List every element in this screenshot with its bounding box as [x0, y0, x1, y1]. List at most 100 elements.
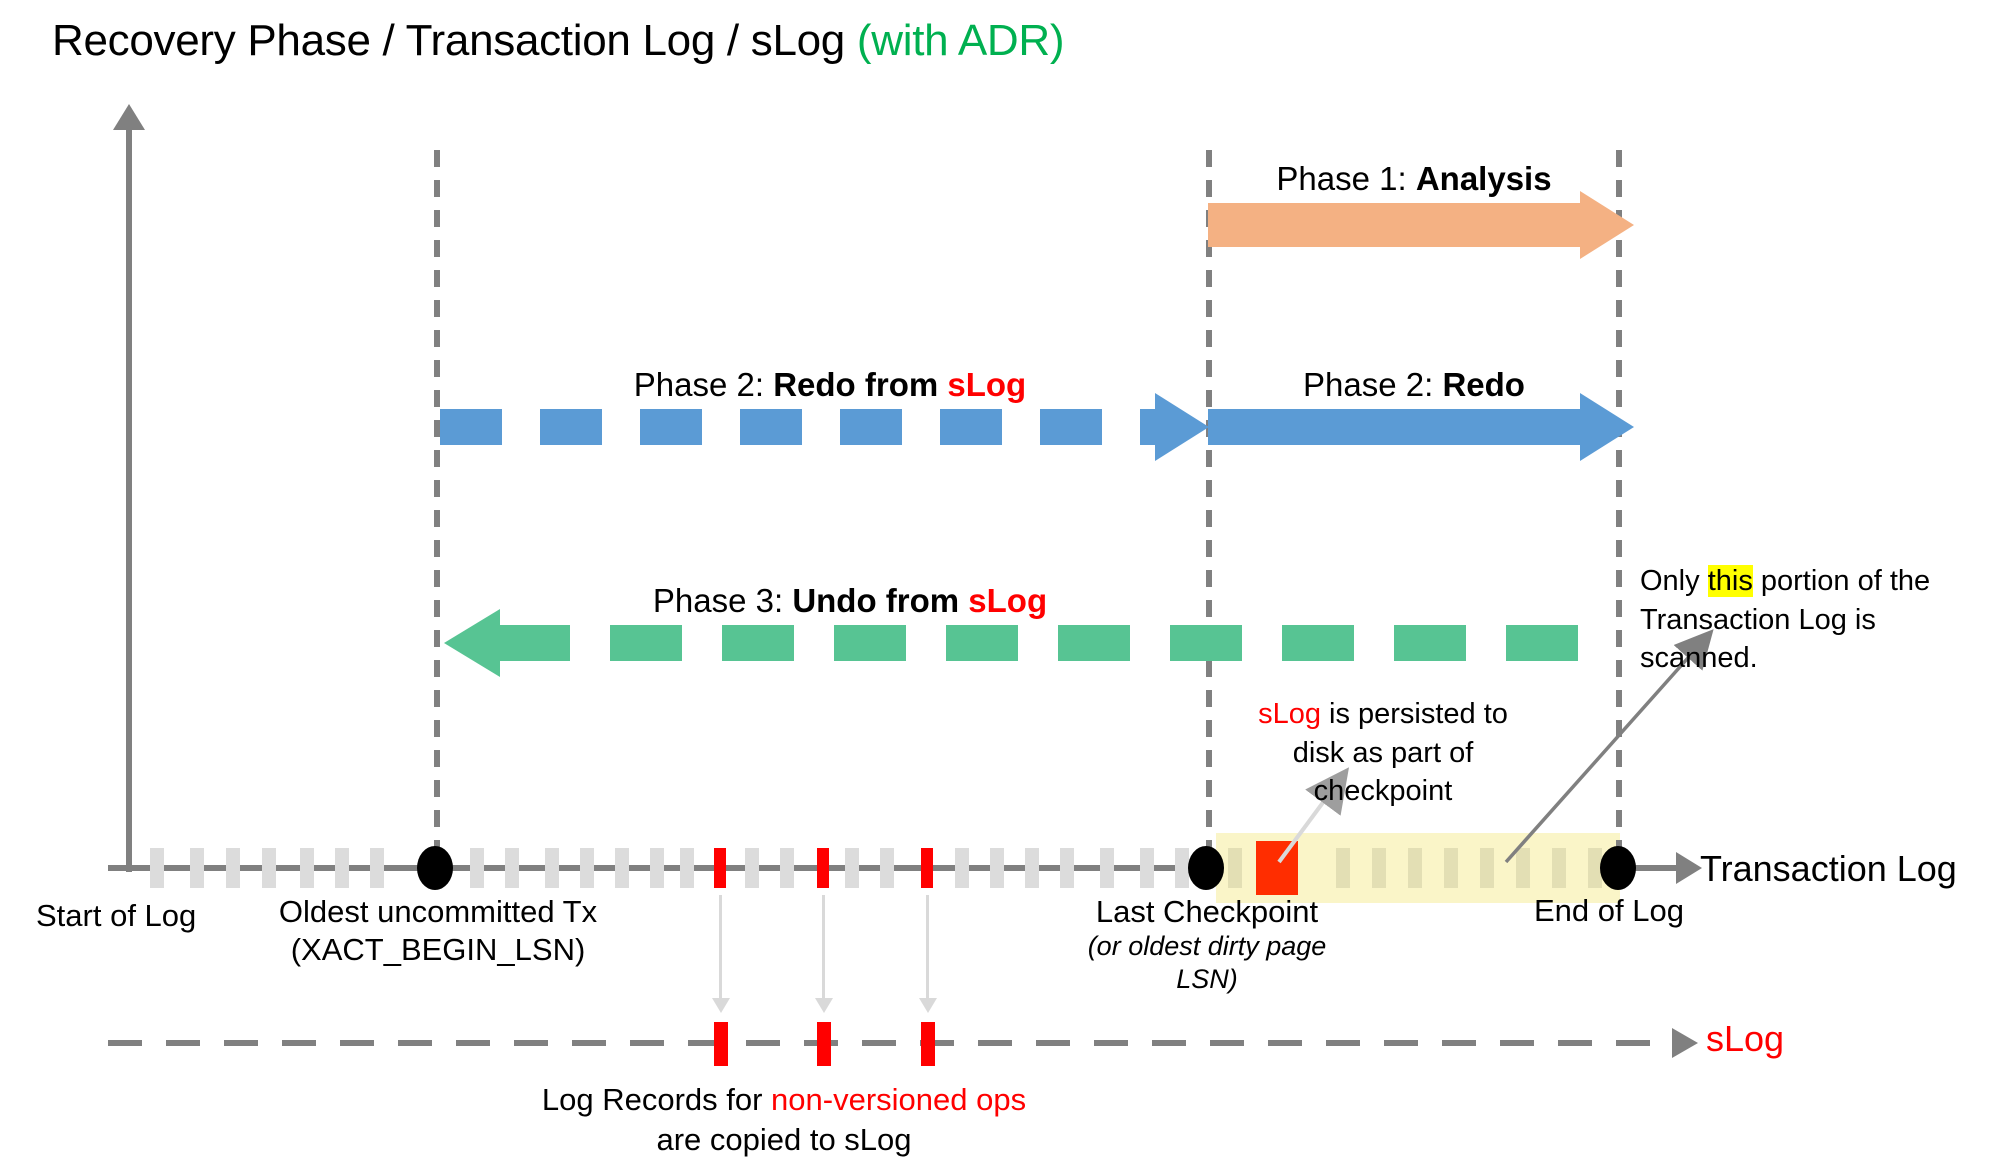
copy-to-slog-arrow [926, 895, 929, 1000]
label-start-of-log: Start of Log [36, 898, 197, 933]
label-oldest-uncommitted-tx-main: Oldest uncommitted Tx [278, 894, 598, 929]
copy-to-slog-arrow [719, 895, 722, 1000]
log-record [1025, 848, 1039, 888]
guideline-end-of-log [1616, 150, 1622, 866]
phase-1-label: Phase 1: Analysis [1208, 160, 1620, 198]
marker-dot-last-checkpoint [1188, 846, 1224, 890]
log-record-nonversioned [817, 848, 829, 888]
log-record [580, 848, 594, 888]
transaction-log-axis [108, 865, 1683, 871]
log-record [1175, 848, 1189, 888]
page-title-main: Recovery Phase / Transaction Log / sLog [52, 16, 845, 65]
slog-axis [108, 1040, 1678, 1046]
phase-1-arrow-shaft [1208, 203, 1580, 247]
log-record [505, 848, 519, 888]
callout-scan-pre: Only [1640, 565, 1708, 597]
callout-scan-post: portion of the Transaction Log is scanne… [1640, 565, 1931, 675]
log-record [1444, 848, 1458, 888]
connector-scanned-portion [1504, 629, 1714, 864]
phase-2-redo-from-slog-accent: sLog [947, 366, 1027, 403]
phase-2-redo-arrow-shaft [1208, 409, 1580, 445]
log-record [370, 848, 384, 888]
log-record [1228, 848, 1242, 888]
transaction-log-axis-arrowhead-icon [1676, 852, 1702, 884]
phase-2-redo-from-slog-prefix: Phase 2: [633, 366, 774, 403]
log-record [1408, 848, 1422, 888]
note-accent: non-versioned ops [771, 1082, 1027, 1117]
vertical-axis-arrowhead-icon [113, 104, 145, 130]
vertical-axis [126, 124, 132, 872]
log-record [780, 848, 794, 888]
phase-3-undo-from-slog-arrowhead-icon [444, 609, 500, 677]
log-record [1552, 848, 1566, 888]
log-record [190, 848, 204, 888]
phase-3-undo-from-slog-arrow-shaft [498, 625, 1618, 661]
label-oldest-uncommitted-tx: Oldest uncommitted Tx (XACT_BEGIN_LSN) [228, 893, 648, 969]
phase-2-redo-prefix: Phase 2: [1303, 366, 1443, 403]
log-record [845, 848, 859, 888]
log-record [1100, 848, 1114, 888]
label-transaction-log: Transaction Log [1700, 848, 1957, 889]
log-record [545, 848, 559, 888]
label-oldest-uncommitted-tx-sub: (XACT_BEGIN_LSN) [290, 931, 586, 967]
slog-persisted-block [1256, 841, 1298, 895]
phase-2-redo-from-slog-name: Redo from [773, 366, 948, 403]
copy-to-slog-arrowhead-icon [919, 998, 937, 1013]
log-record-nonversioned [714, 848, 726, 888]
log-record-nonversioned [921, 848, 933, 888]
copy-to-slog-arrowhead-icon [815, 998, 833, 1013]
log-record [1372, 848, 1386, 888]
log-record [262, 848, 276, 888]
phase-1-name: Analysis [1415, 160, 1552, 197]
log-record [1336, 848, 1350, 888]
phase-1-arrowhead-icon [1580, 191, 1634, 259]
page-title: Recovery Phase / Transaction Log / sLog … [52, 16, 1064, 66]
slog-record-nonversioned [921, 1022, 935, 1066]
phase-2-redo-arrowhead-icon [1580, 393, 1634, 461]
log-record [955, 848, 969, 888]
marker-dot-oldest-uncommitted-tx [417, 846, 453, 890]
label-end-of-log: End of Log [1534, 893, 1684, 928]
log-record [650, 848, 664, 888]
phase-2-redo-from-slog-arrowhead-icon [1155, 393, 1209, 461]
callout-slog-accent: sLog [1258, 698, 1321, 730]
log-record [1140, 848, 1154, 888]
log-record [680, 848, 694, 888]
log-record [1060, 848, 1074, 888]
phase-3-undo-from-slog-label: Phase 3: Undo from sLog [470, 582, 1230, 620]
guideline-oldest-uncommitted-tx [434, 150, 440, 868]
callout-scan-highlight: this [1707, 565, 1753, 597]
phase-3-undo-from-slog-name: Undo from [792, 582, 969, 619]
label-last-checkpoint-sub: (or oldest dirty page LSN) [1087, 931, 1327, 994]
log-record [470, 848, 484, 888]
log-record [1480, 848, 1494, 888]
log-record [300, 848, 314, 888]
log-record [226, 848, 240, 888]
guideline-last-checkpoint [1206, 150, 1212, 866]
phase-1-prefix: Phase 1: [1276, 160, 1416, 197]
note-pre: Log Records for [541, 1082, 772, 1117]
callout-slog-rest: is persisted to disk as part of checkpoi… [1292, 698, 1508, 808]
page-title-suffix: (with ADR) [856, 16, 1065, 65]
label-last-checkpoint: Last Checkpoint (or oldest dirty page LS… [1078, 893, 1336, 995]
copy-to-slog-arrow [822, 895, 825, 1000]
phase-2-redo-name: Redo [1442, 366, 1525, 403]
copy-to-slog-arrowhead-icon [712, 998, 730, 1013]
phase-3-undo-from-slog-prefix: Phase 3: [652, 582, 793, 619]
log-record [990, 848, 1004, 888]
slog-record-nonversioned [714, 1022, 728, 1066]
label-last-checkpoint-main: Last Checkpoint [1095, 894, 1319, 929]
note-post: are copied to sLog [656, 1122, 912, 1158]
log-record [745, 848, 759, 888]
phase-2-redo-label: Phase 2: Redo [1208, 366, 1620, 404]
phase-2-redo-from-slog-arrow-shaft [440, 409, 1156, 445]
slog-axis-arrowhead-icon [1672, 1028, 1698, 1058]
log-record [880, 848, 894, 888]
note-non-versioned-ops: Log Records for non-versioned ops are co… [524, 1080, 1044, 1161]
label-slog: sLog [1706, 1018, 1785, 1059]
log-record [150, 848, 164, 888]
callout-scanned-portion: Only this portion of the Transaction Log… [1640, 562, 1990, 678]
callout-slog-persisted: sLog is persisted to disk as part of che… [1238, 695, 1528, 811]
log-record [615, 848, 629, 888]
phase-3-undo-from-slog-accent: sLog [968, 582, 1048, 619]
